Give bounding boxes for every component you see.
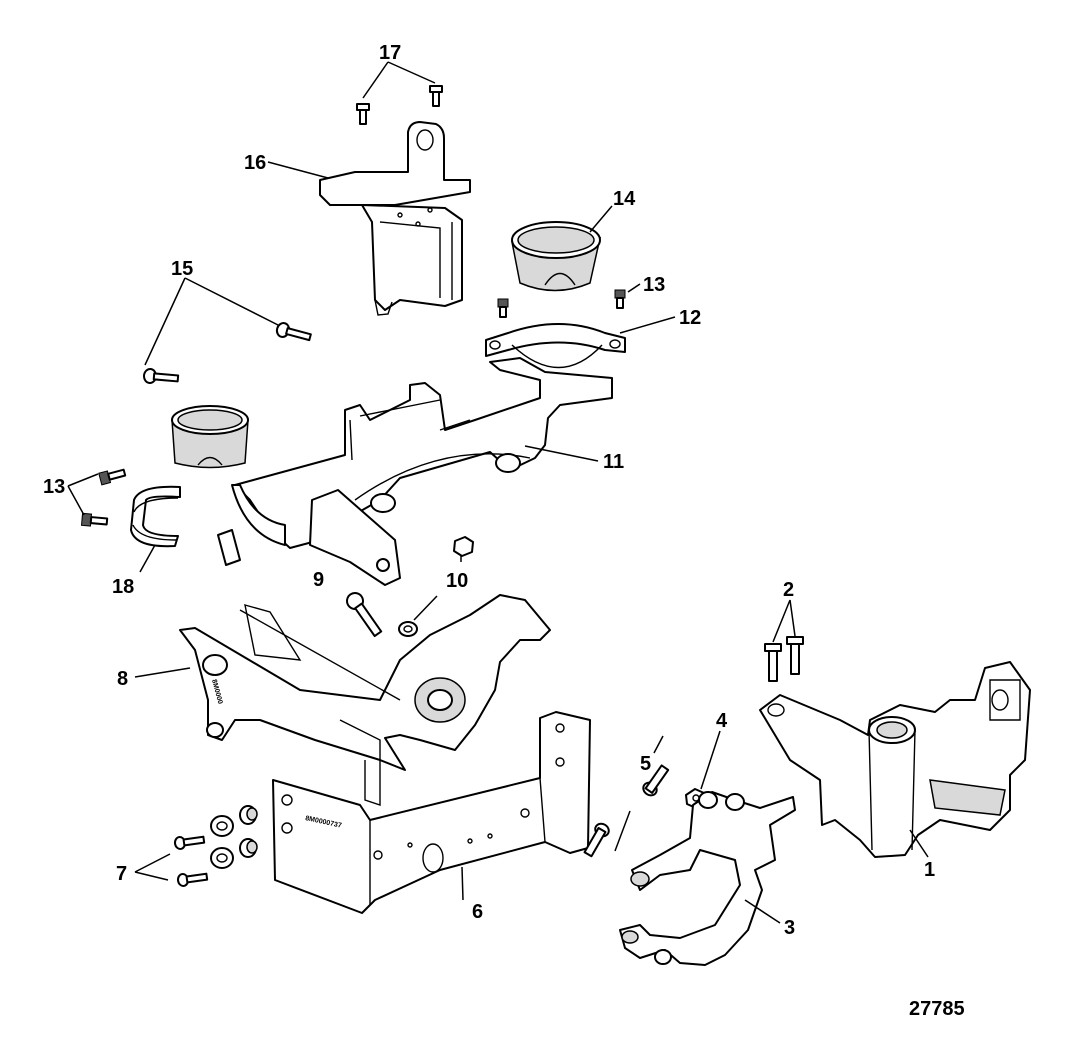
main-frame-11 [217, 357, 613, 586]
leader-lines [67, 61, 929, 924]
bolt-9 [346, 592, 383, 638]
callout-5: 5 [640, 753, 651, 775]
support-bracket-8: 8M0000 [179, 594, 551, 806]
clamp-12 [485, 323, 626, 369]
bolts-2 [764, 636, 804, 682]
studs-5 [583, 764, 670, 858]
callout-7: 7 [116, 863, 127, 885]
callout-4: 4 [716, 710, 728, 732]
callout-14: 14 [613, 188, 636, 210]
callout-6: 6 [472, 901, 483, 923]
callout-10: 10 [446, 570, 468, 592]
bolts-15 [142, 322, 312, 384]
callout-18: 18 [112, 576, 134, 598]
callout-13-upper: 13 [643, 274, 665, 296]
yoke-3 [619, 791, 796, 966]
bolts-17 [356, 85, 443, 125]
upper-bracket-16 [319, 121, 471, 316]
sleeve-lower [171, 405, 249, 469]
callout-3: 3 [784, 917, 795, 939]
callout-15: 15 [171, 258, 193, 280]
callout-17: 17 [379, 42, 401, 64]
screws-13-lower [80, 468, 127, 527]
callout-11: 11 [603, 451, 624, 473]
callout-8: 8 [117, 668, 128, 690]
nut-10 [398, 536, 474, 637]
figure-number: 27785 [909, 998, 965, 1020]
callout-1: 1 [924, 859, 935, 881]
screws-13-upper [497, 289, 626, 318]
callout-numbers: 17 16 14 13 12 15 11 13 18 10 9 8 2 4 5 … [43, 42, 935, 939]
callout-9: 9 [313, 569, 324, 591]
clamp-18 [130, 485, 181, 548]
callout-12: 12 [679, 307, 701, 329]
sleeve-14 [511, 221, 602, 292]
callout-16: 16 [244, 152, 266, 174]
grommets-and-bolts-7 [173, 805, 258, 887]
callout-2: 2 [783, 579, 794, 601]
housing-1 [759, 661, 1031, 858]
callout-13-lower: 13 [43, 476, 65, 498]
